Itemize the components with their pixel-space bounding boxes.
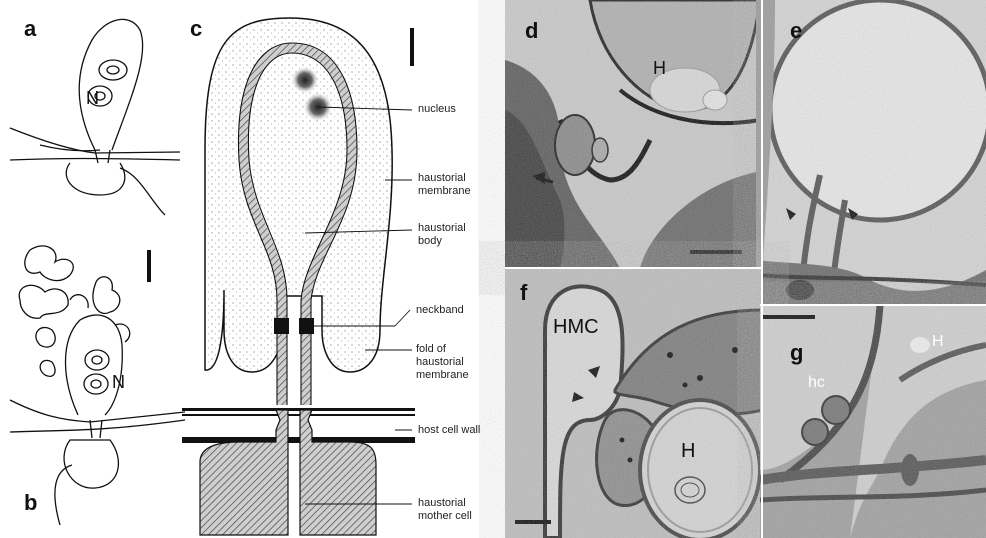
- annotation-fold-3: membrane: [416, 369, 469, 382]
- panel-label-d: d: [525, 18, 538, 44]
- panel-label-b: b: [24, 490, 37, 516]
- panel-b-drawing: [10, 246, 185, 525]
- annotation-host-cell-wall: host cell wall: [418, 424, 480, 437]
- annotation-fold-2: haustorial: [416, 356, 464, 369]
- scale-bar-b: [147, 250, 151, 282]
- label-d-H: H: [653, 58, 666, 79]
- annotation-fold-1: fold of: [416, 343, 446, 356]
- annotation-mother-2: mother cell: [418, 510, 472, 523]
- label-f-H: H: [681, 440, 695, 463]
- nucleus-label-a: N: [86, 88, 99, 109]
- panel-label-f: f: [520, 280, 527, 306]
- panel-d-micrograph: [505, 0, 767, 268]
- panel-e-micrograph: [756, 0, 986, 305]
- annotation-body-2: body: [418, 235, 442, 248]
- panel-a-drawing: [10, 19, 180, 215]
- annotation-membrane-1: haustorial: [418, 172, 466, 185]
- panel-c-drawing: [147, 18, 415, 535]
- panel-label-g: g: [790, 340, 803, 366]
- scale-bar-c: [410, 28, 414, 66]
- nucleus-label-b: N: [112, 372, 125, 393]
- annotation-body-1: haustorial: [418, 222, 466, 235]
- panel-f-micrograph: [505, 268, 763, 538]
- annotation-membrane-2: membrane: [418, 185, 471, 198]
- annotation-mother-1: haustorial: [418, 497, 466, 510]
- panel-label-e: e: [790, 18, 802, 44]
- annotation-nucleus: nucleus: [418, 103, 456, 116]
- label-g-hc: hc: [808, 374, 825, 392]
- label-f-HMC: HMC: [553, 316, 599, 339]
- panel-label-c: c: [190, 16, 202, 42]
- nucleus-a1: [99, 60, 127, 80]
- label-g-H: H: [932, 333, 944, 351]
- panel-label-a: a: [24, 16, 36, 42]
- annotation-neckband: neckband: [416, 304, 464, 317]
